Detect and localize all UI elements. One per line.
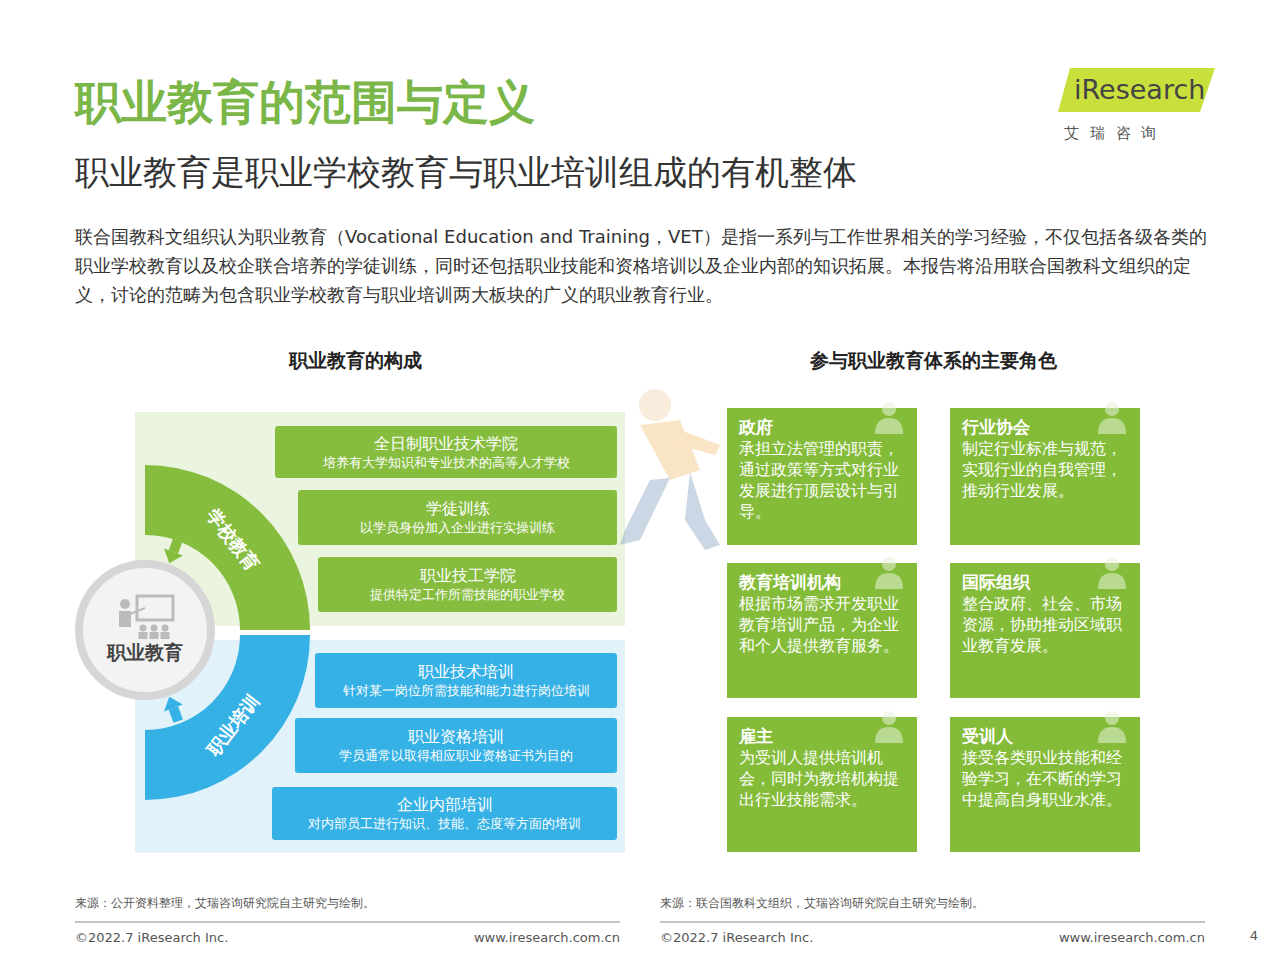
box-heading: 国际组织: [962, 571, 1128, 593]
section-heading: 参与职业教育体系的主要角色: [810, 348, 1057, 374]
box-heading: 行业协会: [962, 416, 1128, 438]
logo-text: iResearch: [1074, 74, 1205, 105]
role-box: 行业协会制定行业标准与规范，实现行业的自我管理，推动行业发展。: [950, 408, 1140, 545]
box-description: 接受各类职业技能和经验学习，在不断的学习中提高自身职业水准。: [962, 747, 1128, 810]
source-note: 来源：联合国教科文组织，艾瑞咨询研究院自主研究与绘制。: [660, 895, 984, 912]
logo-mark: [1058, 68, 1215, 112]
website: www.iresearch.com.cn: [1059, 930, 1205, 945]
box-description: 整合政府、社会、市场资源，协助推动区域职业教育发展。: [962, 593, 1128, 656]
copyright: ©2022.7 iResearch Inc.: [75, 930, 228, 945]
role-box: 政府承担立法管理的职责，通过政策等方式对行业发展进行顶层设计与引导。: [727, 408, 917, 545]
box-heading: 政府: [739, 416, 905, 438]
runner-illustration: [620, 389, 720, 550]
box-heading: 教育培训机构: [739, 571, 905, 593]
school-band: 学校教育: [145, 465, 310, 630]
arrow-shaft: [173, 708, 178, 721]
school-box: 职业技工学院提供特定工作所需技能的职业学校: [318, 557, 617, 612]
role-icon: [1090, 555, 1134, 591]
role-icon: [1090, 400, 1134, 436]
role-icon: [867, 400, 911, 436]
training-box: 职业技术培训针对某一岗位所需技能和能力进行岗位培训: [315, 653, 617, 708]
box-description: 培养有大学知识和专业技术的高等人才学校: [323, 454, 570, 472]
block-arrow: [164, 539, 183, 563]
logo-subtext: 艾 瑞 咨 询: [1064, 124, 1159, 143]
box-heading: 雇主: [739, 725, 905, 747]
training-band: 职业培训: [145, 635, 310, 800]
school-box: 学徒训练以学员身份加入企业进行实操训练: [298, 490, 617, 545]
page-number: 4: [1250, 928, 1258, 943]
box-heading: 学徒训练: [426, 498, 490, 519]
box-description: 为受训人提供培训机会，同时为教培机构提出行业技能需求。: [739, 747, 905, 810]
role-icon: [867, 709, 911, 745]
box-heading: 受训人: [962, 725, 1128, 747]
training-box: 职业资格培训学员通常以取得相应职业资格证书为目的: [295, 718, 617, 773]
intro-paragraph: 联合国教科文组织认为职业教育（Vocational Education and …: [75, 222, 1215, 309]
subtitle: 职业教育是职业学校教育与职业培训组成的有机整体: [75, 150, 857, 196]
core-circle: 职业教育: [75, 560, 215, 700]
box-heading: 全日制职业技术学院: [374, 433, 518, 454]
box-description: 对内部员工进行知识、技能、态度等方面的培训: [308, 815, 581, 833]
role-icon: [1090, 709, 1134, 745]
school-panel: [135, 412, 625, 626]
school-box: 全日制职业技术学院培养有大学知识和专业技术的高等人才学校: [275, 426, 617, 478]
box-description: 以学员身份加入企业进行实操训练: [360, 519, 555, 537]
ring-shape: [145, 635, 310, 800]
training-box: 企业内部培训对内部员工进行知识、技能、态度等方面的培训: [272, 787, 617, 840]
role-box: 国际组织整合政府、社会、市场资源，协助推动区域职业教育发展。: [950, 563, 1140, 698]
box-description: 根据市场需求开发职业教育培训产品，为企业和个人提供教育服务。: [739, 593, 905, 656]
footer-rule: [660, 922, 1205, 923]
copyright: ©2022.7 iResearch Inc.: [660, 930, 813, 945]
role-icon: [867, 555, 911, 591]
training-panel: [135, 640, 625, 853]
box-description: 针对某一岗位所需技能和能力进行岗位培训: [343, 682, 590, 700]
teacher-icon: [113, 594, 177, 640]
box-description: 学员通常以取得相应职业资格证书为目的: [339, 747, 573, 765]
box-description: 制定行业标准与规范，实现行业的自我管理，推动行业发展。: [962, 438, 1128, 501]
arrow-head: [164, 549, 183, 564]
box-heading: 职业资格培训: [408, 726, 504, 747]
arrow-shaft: [173, 539, 178, 552]
role-box: 雇主为受训人提供培训机会，同时为教培机构提出行业技能需求。: [727, 717, 917, 852]
core-label: 职业教育: [107, 640, 183, 666]
section-heading: 职业教育的构成: [289, 348, 422, 374]
page-title: 职业教育的范围与定义: [75, 72, 535, 134]
footer-rule: [75, 922, 620, 923]
ring-shape: [145, 465, 310, 630]
website: www.iresearch.com.cn: [474, 930, 620, 945]
arrow-head: [164, 697, 183, 712]
role-box: 受训人接受各类职业技能和经验学习，在不断的学习中提高自身职业水准。: [950, 717, 1140, 852]
box-heading: 企业内部培训: [397, 794, 493, 815]
box-description: 提供特定工作所需技能的职业学校: [370, 586, 565, 604]
source-note: 来源：公开资料整理，艾瑞咨询研究院自主研究与绘制。: [75, 895, 375, 912]
box-heading: 职业技术培训: [418, 661, 514, 682]
role-box: 教育培训机构根据市场需求开发职业教育培训产品，为企业和个人提供教育服务。: [727, 563, 917, 698]
box-heading: 职业技工学院: [420, 565, 516, 586]
block-arrow: [164, 697, 183, 721]
box-description: 承担立法管理的职责，通过政策等方式对行业发展进行顶层设计与引导。: [739, 438, 905, 522]
